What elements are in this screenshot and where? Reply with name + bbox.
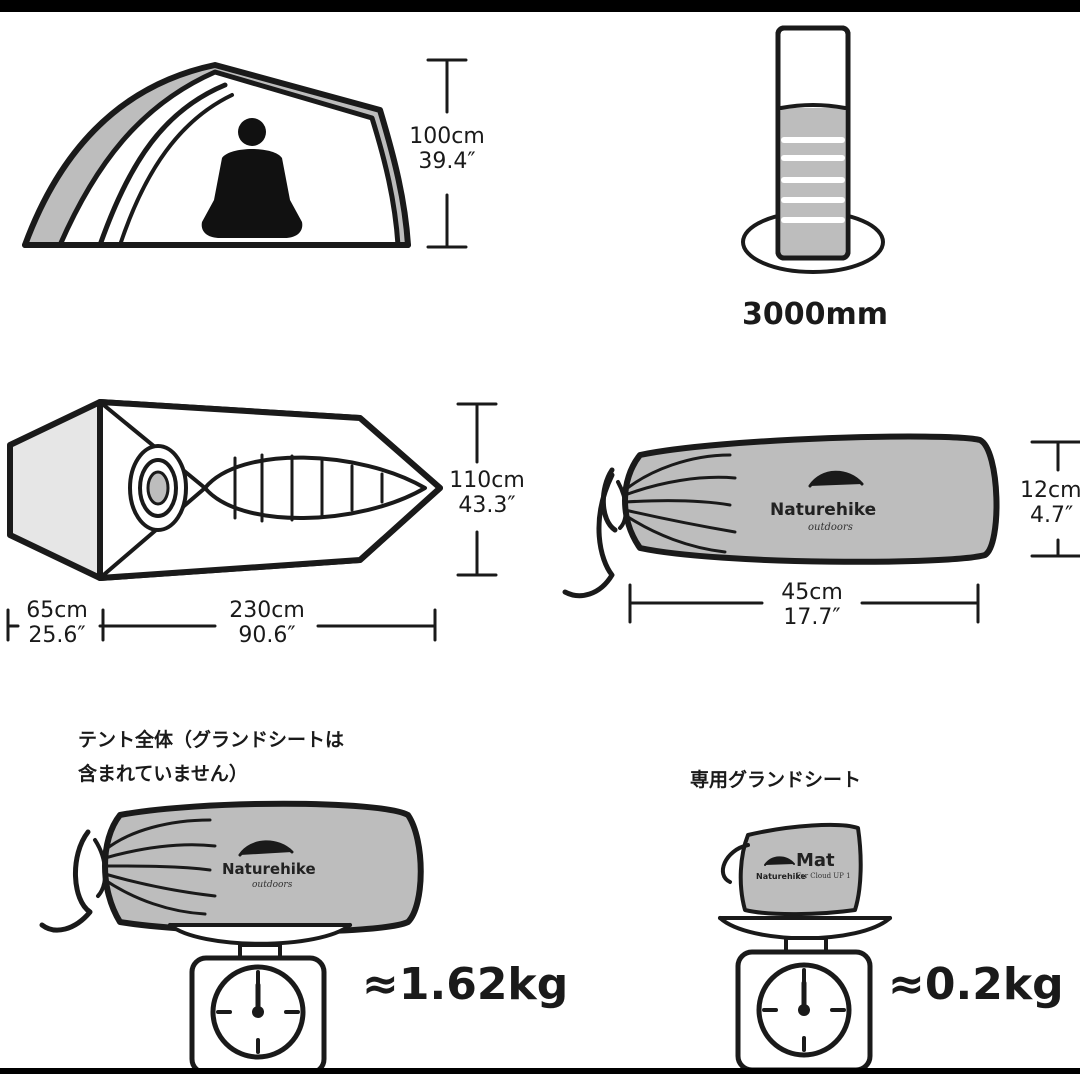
- tent-height-inch: 39.4″: [418, 149, 476, 175]
- weight-bag-brand-name: Naturehike: [222, 860, 316, 878]
- tent-weight-bag: [39, 800, 424, 935]
- vestibule-length-cm: 65cm: [26, 598, 88, 623]
- tent-weight-caption-line2: 含まれていません）: [78, 762, 248, 785]
- tent-width-label: 110cm 43.3″: [432, 468, 542, 519]
- mat-bag: [720, 822, 863, 917]
- tent-width-inch: 43.3″: [458, 493, 516, 519]
- tent-weight-caption: テント全体（グランドシートは 含まれていません）: [78, 729, 438, 786]
- bag-length-inch: 17.7″: [783, 605, 841, 631]
- bag-diameter-bracket: [1030, 440, 1080, 558]
- mat-brand-name: Naturehike: [756, 872, 806, 881]
- mat-scale: [718, 916, 892, 1073]
- tent-height-cm: 100cm: [409, 124, 485, 149]
- tent-height-label: 100cm 39.4″: [392, 124, 502, 175]
- top-border: [0, 0, 1080, 12]
- tent-top-view: [7, 399, 443, 581]
- tent-weight-caption-line1: テント全体（グランドシートは: [78, 729, 345, 751]
- bag-diameter-inch: 4.7″: [1030, 503, 1074, 529]
- width-bracket: [456, 402, 498, 577]
- vestibule-length-label: 65cm 25.6″: [12, 598, 102, 649]
- bag-length-cm: 45cm: [781, 580, 843, 605]
- mat-label: Mat: [796, 850, 835, 871]
- bag-length-label: 45cm 17.7″: [762, 580, 862, 631]
- bottom-border: [0, 1068, 1080, 1074]
- tent-width-cm: 110cm: [449, 468, 525, 493]
- weight-bag-brand-sub: outdoors: [252, 880, 293, 890]
- tent-length-label: 230cm 90.6″: [212, 598, 322, 649]
- length-bracket: [6, 608, 437, 642]
- waterproof-rating: 3000mm: [741, 297, 888, 332]
- packed-bag: [562, 433, 1000, 599]
- mat-sub: For Cloud UP 1: [796, 872, 851, 880]
- person-silhouette: [201, 118, 303, 238]
- bag-diameter-cm: 12cm: [1020, 478, 1080, 503]
- tent-length-cm: 230cm: [229, 598, 305, 623]
- bag-brand-name: Naturehike: [770, 500, 877, 520]
- tent-length-inch: 90.6″: [238, 623, 296, 649]
- tent-weight-value: ≈1.62kg: [362, 959, 569, 1010]
- height-bracket: [426, 58, 468, 249]
- mat-weight-caption: 専用グランドシート: [690, 769, 862, 791]
- tent-scale: [168, 923, 352, 1074]
- vestibule-length-inch: 25.6″: [28, 623, 86, 649]
- mat-weight-value: ≈0.2kg: [888, 959, 1064, 1010]
- bag-length-bracket: [628, 583, 980, 624]
- waterproof-column: [741, 25, 885, 274]
- bag-brand-sub: outdoors: [808, 522, 853, 533]
- bag-diameter-label: 12cm 4.7″: [1020, 478, 1080, 529]
